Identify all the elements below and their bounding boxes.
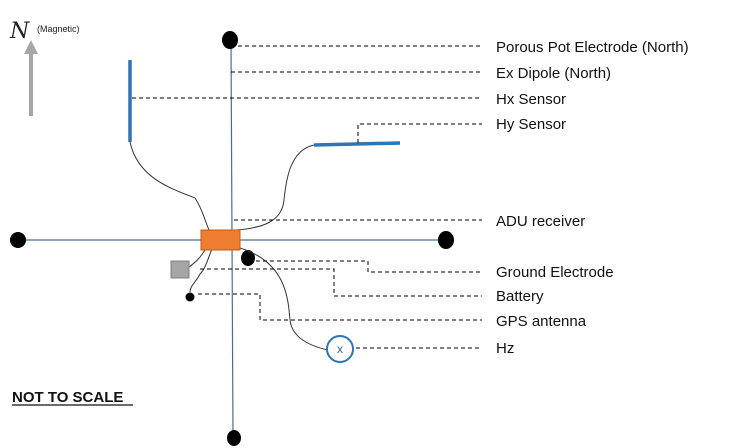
hy-sensor	[313, 141, 401, 147]
label-hz: Hz	[496, 340, 514, 357]
north-porous-pot-electrode	[222, 31, 238, 49]
label-adu-receiver: ADU receiver	[496, 213, 585, 230]
adu-receiver	[200, 229, 241, 251]
north-arrow	[24, 40, 38, 116]
hz-sensor	[326, 335, 354, 363]
hz-sensor-symbol: x	[337, 342, 343, 356]
east-electrode	[438, 231, 454, 249]
label-porous-pot-electrode: Porous Pot Electrode (North)	[496, 39, 689, 56]
label-ex-dipole: Ex Dipole (North)	[496, 65, 611, 82]
leader-lines	[132, 45, 482, 349]
north-symbol: N	[9, 19, 30, 44]
label-ground-electrode: Ground Electrode	[496, 264, 614, 281]
west-electrode	[10, 232, 26, 248]
sensor-cables	[129, 141, 329, 351]
label-gps-antenna: GPS antenna	[496, 313, 587, 330]
gps-antenna	[185, 292, 195, 302]
label-hx-sensor: Hx Sensor	[496, 91, 566, 108]
label-hy-sensor: Hy Sensor	[496, 116, 566, 133]
not-to-scale-note: NOT TO SCALE	[12, 389, 123, 406]
label-battery: Battery	[496, 288, 544, 305]
south-electrode	[227, 430, 241, 446]
ground-electrode	[241, 250, 255, 266]
battery	[170, 260, 190, 279]
north-subscript: (Magnetic)	[37, 24, 80, 34]
